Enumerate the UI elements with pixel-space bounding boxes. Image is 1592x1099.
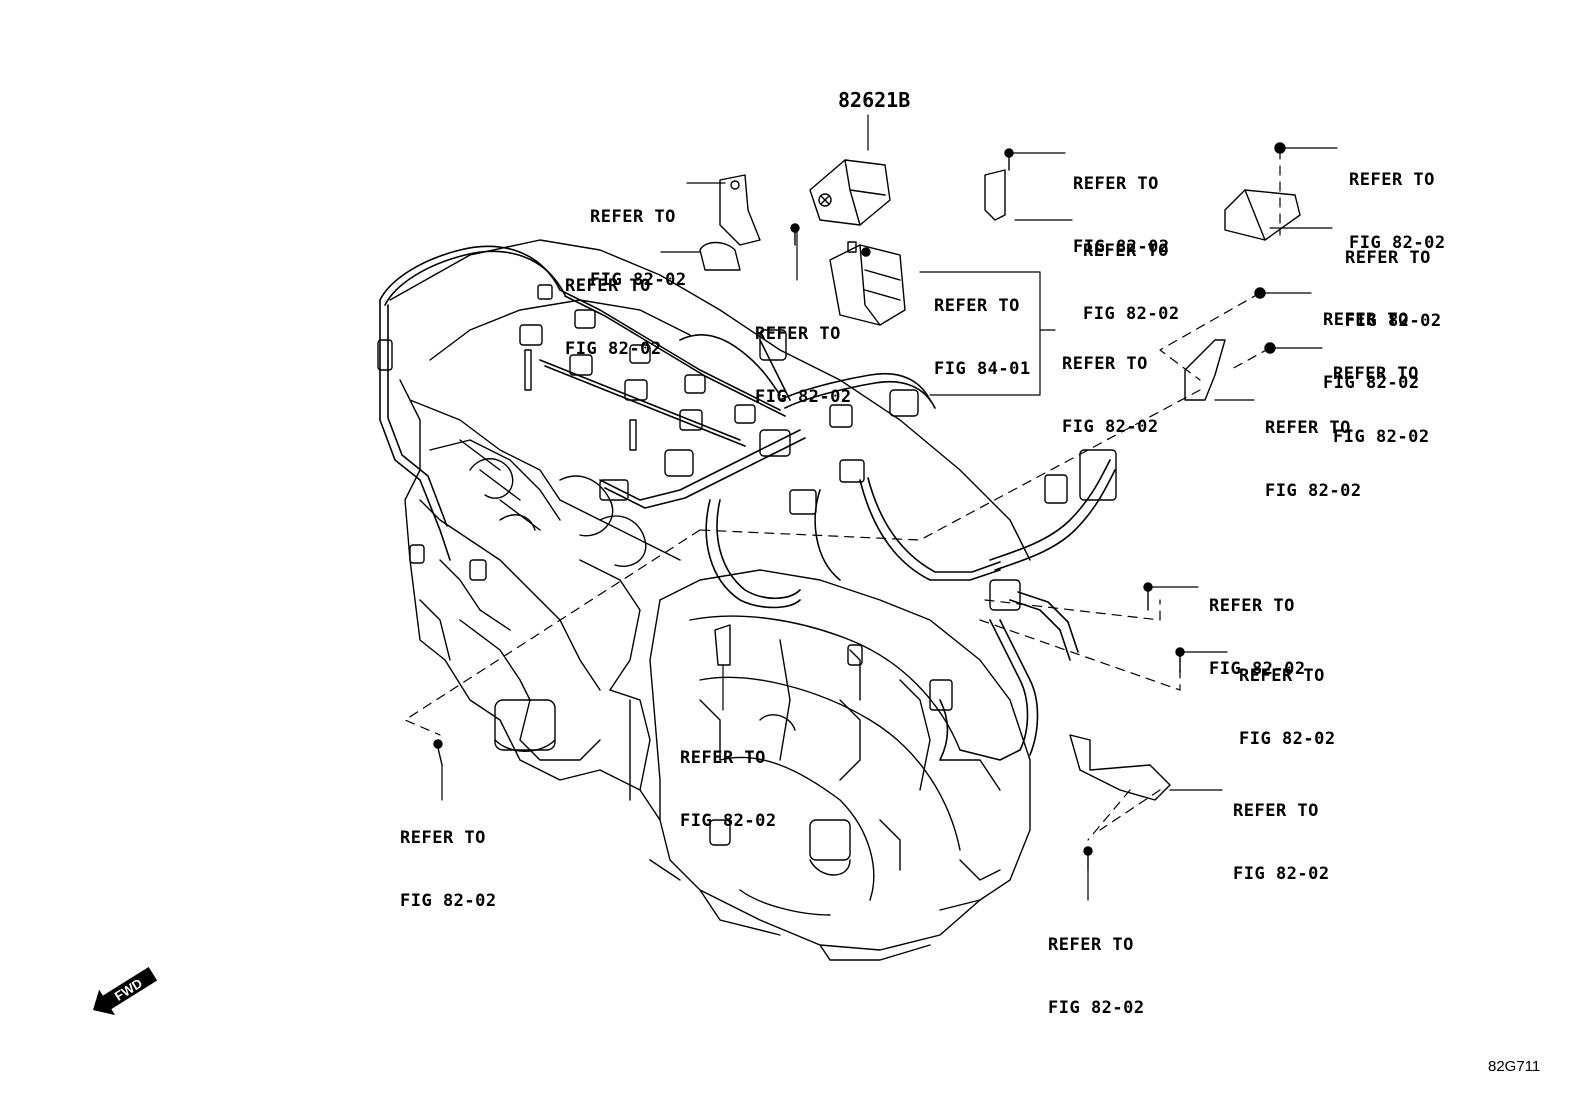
fuse-block (829, 241, 906, 326)
callout-3: REFER TO FIG 82-02 (755, 282, 852, 429)
callout-line1: REFER TO (1048, 935, 1134, 955)
callout-line1: REFER TO (1062, 354, 1148, 374)
callout-11: REFER TO FIG 82-02 (1333, 322, 1430, 469)
callout-9: REFER TO FIG 82-02 (1345, 206, 1442, 353)
callout-line1: REFER TO (1333, 364, 1419, 384)
dashed-alignment-lines (404, 149, 1281, 841)
callout-line1: REFER TO (755, 324, 841, 344)
callout-line1: REFER TO (565, 276, 651, 296)
figure-code: 82G711 (1488, 1058, 1541, 1075)
callout-4: REFER TO FIG 84-01 (934, 254, 1031, 401)
relay-block-82621b (809, 159, 891, 226)
callout-line1: REFER TO (1349, 170, 1435, 190)
callout-line2: FIG 82-02 (1083, 304, 1180, 324)
callout-line1: REFER TO (1083, 241, 1169, 261)
callout-14: REFER TO FIG 82-02 (1239, 624, 1336, 771)
callout-17: REFER TO FIG 82-02 (1233, 759, 1330, 906)
callout-line1: REFER TO (1345, 248, 1431, 268)
callout-line1: REFER TO (1209, 596, 1295, 616)
callout-16: REFER TO FIG 82-02 (400, 786, 497, 933)
callout-line1: REFER TO (1323, 310, 1409, 330)
callout-line2: FIG 82-02 (590, 270, 687, 290)
callout-line1: REFER TO (400, 828, 486, 848)
callout-line2: FIG 82-02 (1239, 729, 1336, 749)
callout-line1: REFER TO (1073, 174, 1159, 194)
callout-line1: REFER TO (934, 296, 1020, 316)
bracket-right-top (984, 169, 1006, 221)
callout-1: REFER TO FIG 82-02 (590, 165, 687, 312)
callout-line2: FIG 82-02 (1233, 864, 1330, 884)
callout-line2: FIG 82-02 (755, 387, 852, 407)
part-number-label: 82621B (838, 88, 911, 112)
callout-6: REFER TO FIG 82-02 (1073, 132, 1170, 279)
bracket-far-right-top (1224, 189, 1301, 241)
bracket-right-mid (1184, 339, 1226, 401)
bracket-left-top (719, 174, 761, 246)
leader-lines (441, 114, 1338, 901)
callout-line1: REFER TO (1265, 418, 1351, 438)
fwd-arrow-icon: FWD (93, 966, 158, 1016)
callout-line2: FIG 82-02 (1349, 233, 1446, 253)
callout-15: REFER TO FIG 82-02 (680, 706, 777, 853)
callout-line2: FIG 82-02 (680, 811, 777, 831)
callout-line2: FIG 82-02 (1323, 373, 1420, 393)
callout-10: REFER TO FIG 82-02 (1323, 268, 1420, 415)
callout-line1: REFER TO (1233, 801, 1319, 821)
callout-2: REFER TO FIG 82-02 (565, 234, 662, 381)
harness-connectors (377, 284, 1117, 711)
callout-line1: REFER TO (590, 207, 676, 227)
clip-left-top (699, 241, 741, 271)
callout-line2: FIG 82-02 (1209, 659, 1306, 679)
callout-18: REFER TO FIG 82-02 (1048, 893, 1145, 1040)
callout-line2: FIG 82-02 (400, 891, 497, 911)
callout-line2: FIG 82-02 (565, 339, 662, 359)
callout-line2: FIG 82-02 (1062, 417, 1159, 437)
callout-line2: FIG 84-01 (934, 359, 1031, 379)
callout-line1: REFER TO (680, 748, 766, 768)
bracket-transaxle (714, 624, 731, 666)
callout-line2: FIG 82-02 (1265, 481, 1362, 501)
wire-harness (379, 245, 1116, 761)
callout-8: REFER TO FIG 82-02 (1349, 128, 1446, 275)
callout-line2: FIG 82-02 (1048, 998, 1145, 1018)
callout-line2: FIG 82-02 (1073, 237, 1170, 257)
callout-5: REFER TO FIG 82-02 (1062, 312, 1159, 459)
callout-line2: FIG 82-02 (1333, 427, 1430, 447)
callout-line2: FIG 82-02 (1345, 311, 1442, 331)
transaxle (649, 569, 1031, 961)
bracket-right-lower (1069, 734, 1171, 801)
callout-7: REFER TO FIG 82-02 (1083, 199, 1180, 346)
callout-13: REFER TO FIG 82-02 (1209, 554, 1306, 701)
callout-12: REFER TO FIG 82-02 (1265, 376, 1362, 523)
callout-line1: REFER TO (1239, 666, 1325, 686)
